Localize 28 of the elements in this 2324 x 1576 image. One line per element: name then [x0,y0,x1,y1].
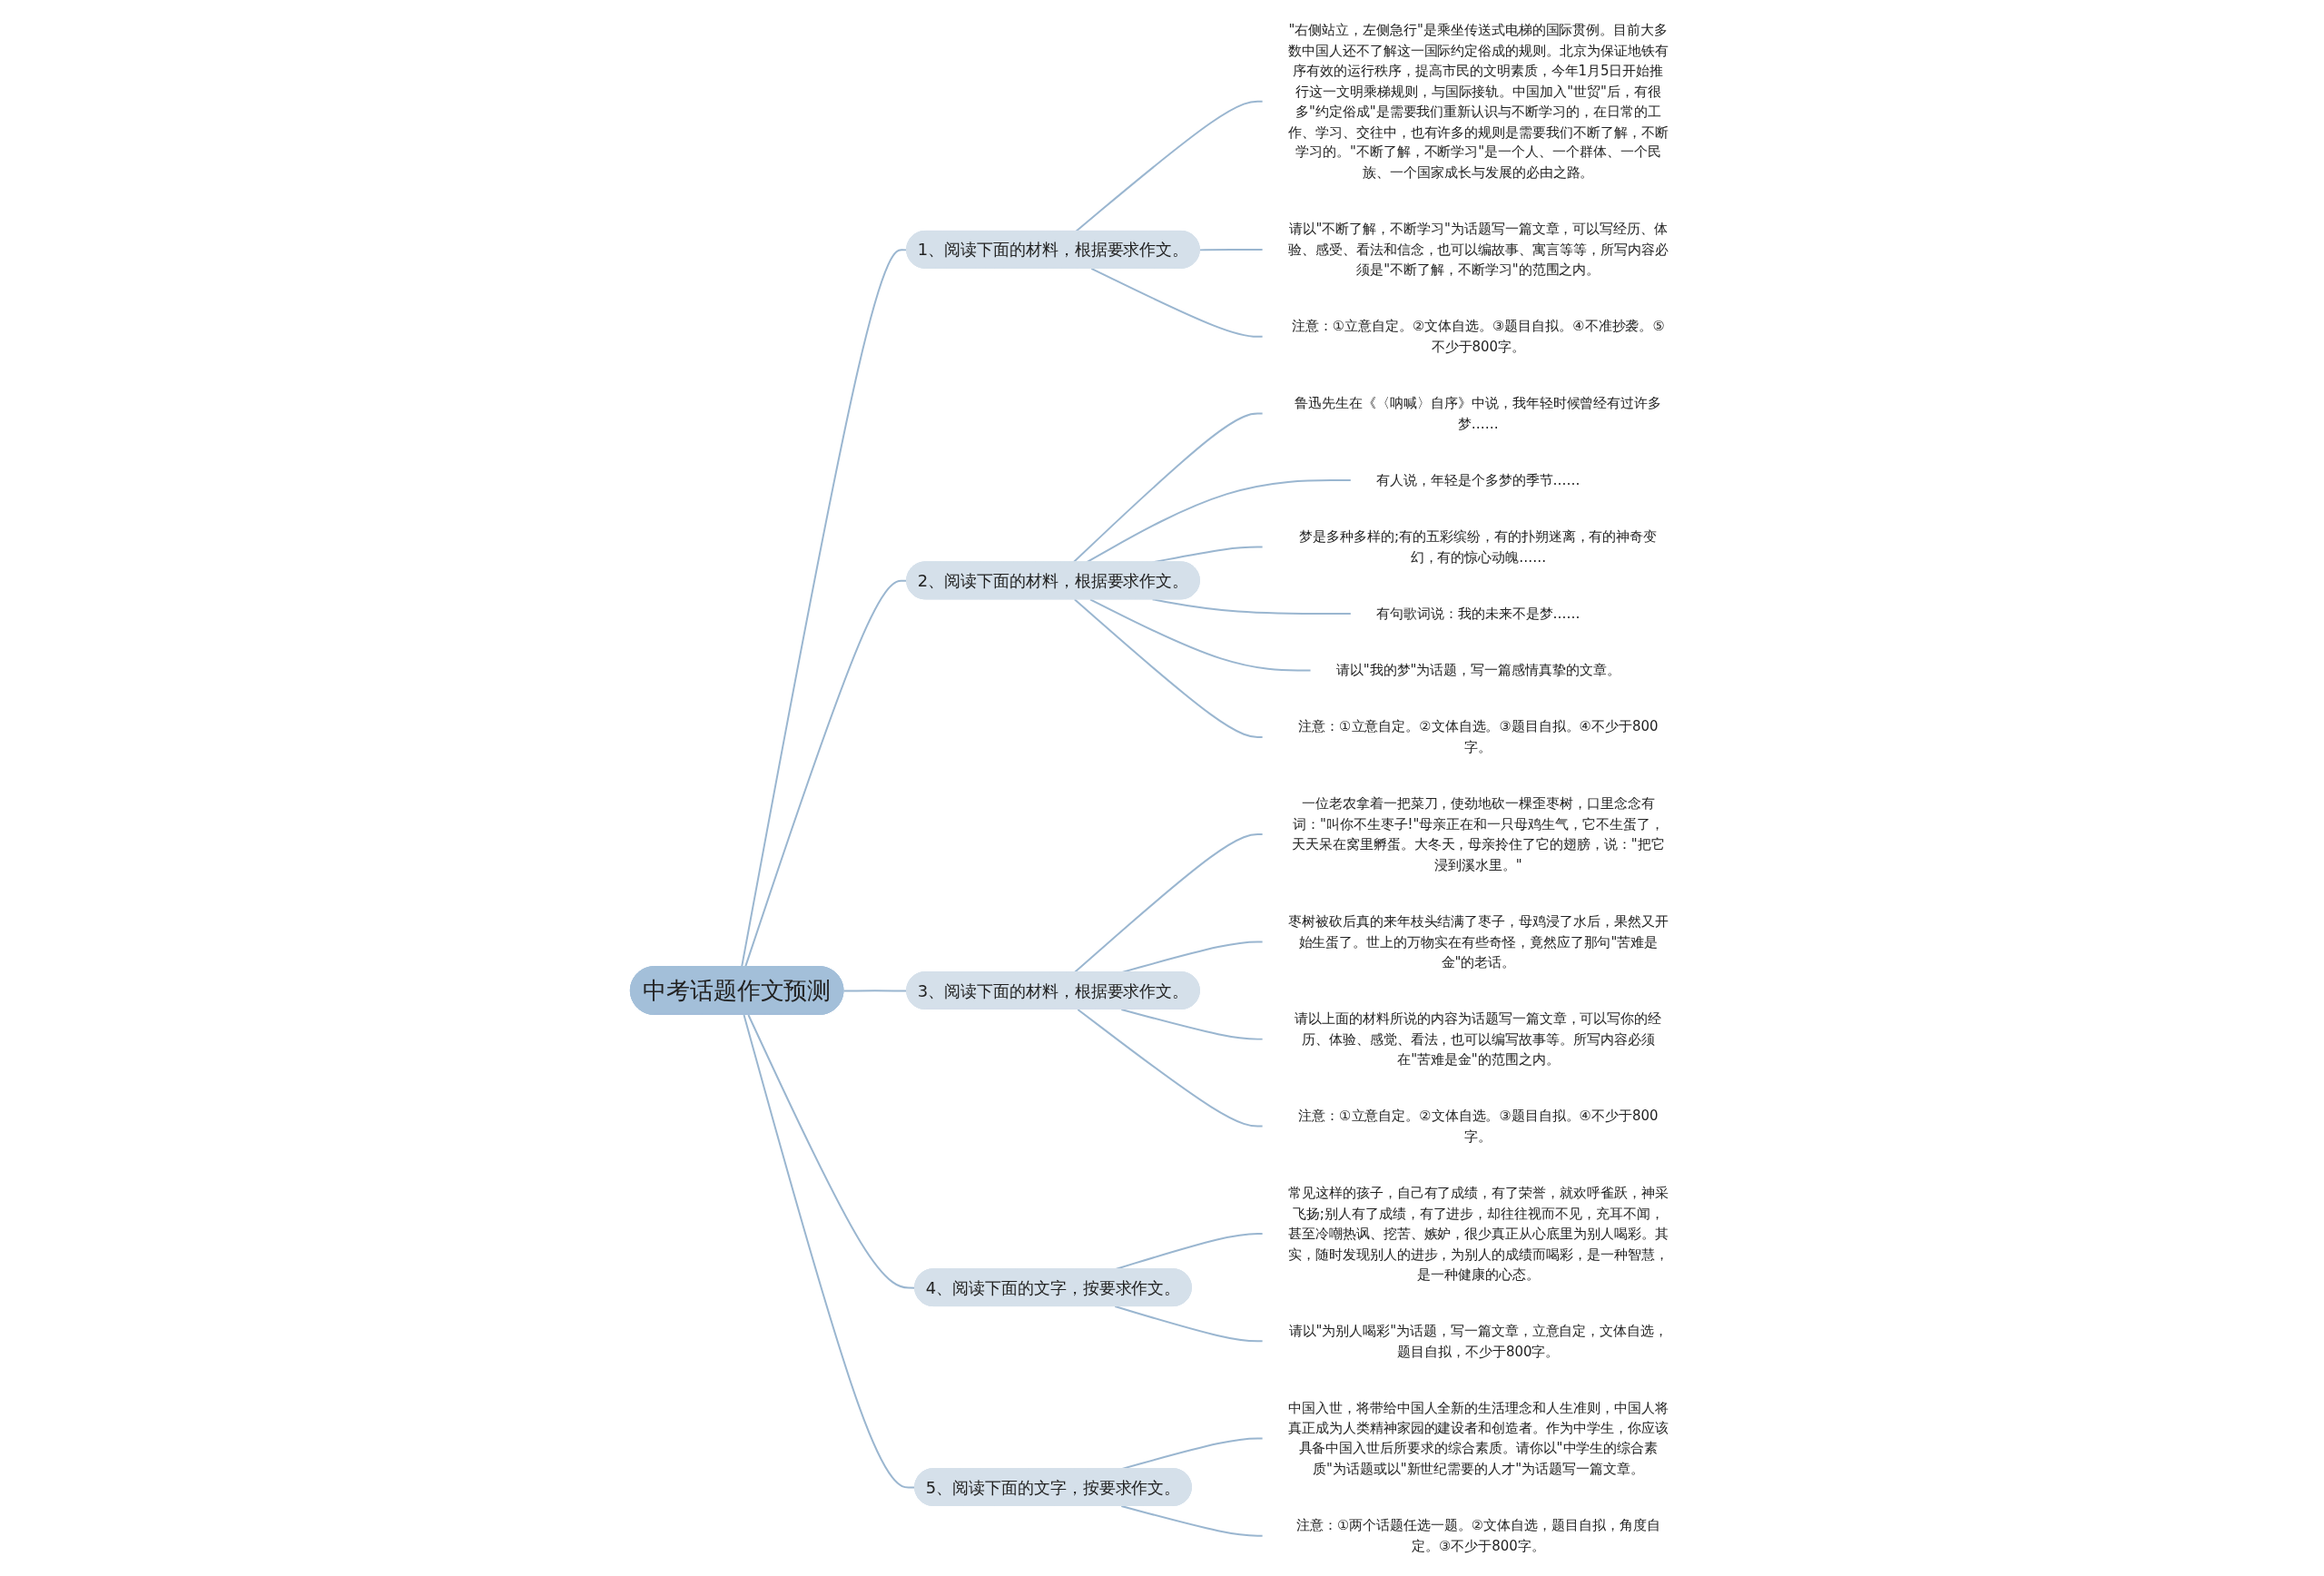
node-text: 请以"我的梦"为话题，写一篇感情真挚的文章。 [1335,662,1620,679]
node-text: 梦是多种多样的;有的五彩缤纷，有的扑朔迷离，有的神奇变幻，有的惊心动魄…… [1299,528,1658,566]
node-text: 枣树被砍后真的来年枝头结满了枣子，母鸡浸了水后，果然又开始生蛋了。世上的万物实在有些奇怪，竟然应了那句"苦难是金"的老话。 [1288,912,1669,970]
node-text: 请以"不断了解，不断学习"为话题写一篇文章，可以写经历、体验、感受、看法和信念，也可以编故事、寓言等等，所写内容必须是"不断了解，不断学习"的范围之内。 [1288,221,1669,279]
node-text: 注意：①两个话题任选一题。②文体自选，题目自拟，角度自定。③不少于800字。 [1296,1517,1660,1554]
node-text: 注意：①立意自定。②文体自选。③题目自拟。④不少于800字。 [1298,1108,1659,1145]
node-text: 常见这样的孩子，自己有了成绩，有了荣誉，就欢呼雀跃，神采飞扬;别人有了成绩，有了进步，却往往视而不见，充耳不闻，甚至冷嘲热讽、挖苦、嫉妒，很少真正从心底里为别人喝彩。其实，随时发现别人的进步，为别人的成绩而喝彩，是一种智慧，是一种健康的心态。 [1288,1184,1669,1283]
node-text: 请以上面的材料所说的内容为话题写一篇文章，可以写你的经历、体验、感觉、看法，也可以编写故事等。所写内容必须在"苦难是金"的范围之内。 [1295,1010,1662,1068]
connector [842,990,909,992]
connector [1075,100,1265,232]
node-text: 有人说，年轻是个多梦的季节…… [1376,471,1581,488]
connector [1090,267,1265,338]
node-text: 请以"为别人喝彩"为话题，写一篇文章，立意自定，文体自选，题目自拟，不少于800字。 [1288,1322,1669,1360]
node-text: 注意：①立意自定。②文体自选。③题目自拟。④不少于800字。 [1298,718,1659,755]
node-text: 有句歌词说：我的未来不是梦…… [1376,605,1581,622]
node-text: 中国入世，将带给中国人全新的生活理念和人生准则，中国人将真正成为人类精神家园的建设者和创造者。作为中学生，你应该具备中国入世后所要求的综合素质。请你以"中学生的综合素质"为话题或以"新世纪需要的人才"为话题写一篇文章。 [1288,1399,1669,1477]
connector [1088,598,1313,672]
node-text: 注意：①立意自定。②文体自选。③题目自拟。④不准抄袭。⑤不少于800字。 [1291,318,1665,355]
connector [1198,248,1265,251]
connector [1120,1009,1265,1040]
node-text: 一位老农拿着一把菜刀，使劲地砍一棵歪枣树，口里念念有词："叫你不生枣子!"母亲正在和一只母鸡生气，它不生蛋了，天天呆在窝里孵蛋。大冬天，母亲拎住了它的翅膀，说："把它浸到溪水里。" [1292,795,1665,873]
connector [1077,1009,1265,1128]
connector [1120,1505,1265,1537]
connector [1151,598,1353,616]
connector [1073,598,1265,738]
node-text: 鲁迅先生在《〈呐喊〉自序》中说，我年轻时候曾经有过许多梦…… [1295,395,1662,432]
node-text: "右侧站立，左侧急行"是乘坐传送式电梯的国际贯例。目前大多数中国人还不了解这一国际约定俗成的规则。北京为保证地铁有序有效的运行秩序，提高市民的文明素质，今年1月5日开始推行这一文明乘梯规则，与国际接轨。中国加入"世贸"后，有很多"约定俗成"是需要我们重新认识与不断学习的，在日常的工作、学习、交往中，也有许多的规则是需要我们不断了解，不断学习的。"不断了解，不断学习"是一个人、一个群体、一个民族、一个国家成长与发展的必由之路。 [1288,21,1669,181]
connector [1114,1305,1265,1343]
